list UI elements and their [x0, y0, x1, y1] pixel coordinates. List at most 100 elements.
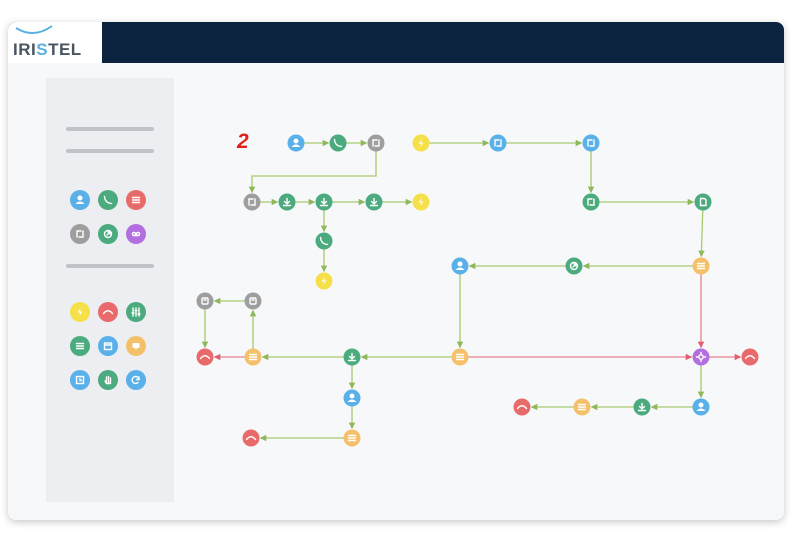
flow-node-circle — [244, 292, 262, 310]
palette-header-line — [66, 149, 154, 153]
flow-node-document-icon[interactable] — [694, 193, 712, 211]
flow-node-menu-icon[interactable] — [343, 429, 361, 447]
logo-prefix: IRI — [13, 40, 37, 59]
flow-node-circle — [243, 193, 261, 211]
user-icon — [347, 393, 357, 402]
hangup-icon — [516, 405, 528, 410]
flow-node-hangup-icon[interactable] — [242, 429, 260, 447]
schedule-icon — [75, 375, 85, 385]
palette-forward-icon[interactable] — [98, 224, 118, 244]
flow-node-download-icon[interactable] — [278, 193, 296, 211]
lightning-icon — [418, 138, 424, 148]
palette-schedule-icon[interactable] — [70, 370, 90, 390]
refresh-icon — [131, 375, 140, 385]
palette-divider — [66, 264, 154, 268]
palette-hand-icon[interactable] — [98, 370, 118, 390]
gear-icon — [695, 351, 707, 363]
palette-menu-icon[interactable] — [70, 336, 90, 356]
hangup-icon — [245, 436, 257, 441]
message-icon — [132, 343, 140, 350]
flow-node-hangup-icon[interactable] — [196, 348, 214, 366]
flow-node-hangup-icon[interactable] — [513, 398, 531, 416]
flow-node-download-icon[interactable] — [343, 348, 361, 366]
user-icon — [291, 138, 301, 147]
flow-node-menu-icon[interactable] — [692, 257, 710, 275]
flow-node-user-icon[interactable] — [692, 398, 710, 416]
palette-lightning-icon[interactable] — [70, 302, 90, 322]
flow-node-circle — [196, 292, 214, 310]
transfer-icon — [372, 139, 380, 147]
flow-node-menu-icon[interactable] — [573, 398, 591, 416]
transfer-icon — [587, 139, 595, 147]
palette-transfer-icon[interactable] — [70, 224, 90, 244]
flow-node-gear-icon[interactable] — [692, 348, 710, 366]
palette-refresh-icon[interactable] — [126, 370, 146, 390]
flow-node-user-icon[interactable] — [287, 134, 305, 152]
flow-node-phone-icon[interactable] — [315, 232, 333, 250]
flow-node-lightning-icon[interactable] — [315, 272, 333, 290]
flow-node-user-icon[interactable] — [451, 257, 469, 275]
flow-node-circle — [242, 429, 260, 447]
lightning-icon — [418, 197, 424, 207]
list-icon — [131, 196, 141, 204]
lightning-icon — [77, 307, 83, 317]
flow-node-lightning-icon[interactable] — [412, 193, 430, 211]
flow-node-download-icon[interactable] — [633, 398, 651, 416]
hangup-icon — [102, 310, 114, 315]
sliders-icon — [131, 307, 141, 317]
logo-accent: S — [36, 40, 49, 59]
transfer-icon — [587, 198, 595, 206]
palette-hangup-icon[interactable] — [98, 302, 118, 322]
flow-node-transfer-icon[interactable] — [582, 193, 600, 211]
logo-text: IRISTEL — [13, 40, 82, 60]
flow-node-transfer-icon[interactable] — [489, 134, 507, 152]
flow-node-download-icon[interactable] — [365, 193, 383, 211]
document-icon — [699, 197, 707, 207]
flow-node-menu-icon[interactable] — [451, 348, 469, 366]
menu-icon — [347, 434, 357, 442]
top-bar: IRISTEL — [8, 22, 784, 63]
flow-node-forward-icon[interactable] — [565, 257, 583, 275]
download-icon — [319, 197, 329, 207]
menu-icon — [696, 262, 706, 270]
palette-list-icon[interactable] — [126, 190, 146, 210]
flow-node-download-icon[interactable] — [315, 193, 333, 211]
flow-node-user-icon[interactable] — [343, 389, 361, 407]
flow-node-transfer-icon[interactable] — [243, 193, 261, 211]
flow-node-hangup-icon[interactable] — [741, 348, 759, 366]
transfer-icon — [76, 230, 84, 238]
iristel-logo[interactable]: IRISTEL — [8, 22, 102, 63]
forward-icon — [569, 261, 579, 271]
palette-sliders-icon[interactable] — [126, 302, 146, 322]
palette-header-line — [66, 127, 154, 131]
menu-icon — [455, 353, 465, 361]
palette-calendar-icon[interactable] — [98, 336, 118, 356]
hangup-icon — [199, 355, 211, 360]
flow-node-lightning-icon[interactable] — [412, 134, 430, 152]
flow-connector[interactable] — [248, 151, 377, 194]
palette-phone-icon[interactable] — [98, 190, 118, 210]
flow-node-circle — [692, 348, 710, 366]
transfer-icon — [248, 198, 256, 206]
menu-icon — [75, 342, 85, 350]
download-icon — [637, 402, 647, 412]
flow-node-record-icon[interactable] — [244, 292, 262, 310]
menu-icon — [248, 353, 258, 361]
flow-node-menu-icon[interactable] — [244, 348, 262, 366]
download-icon — [369, 197, 379, 207]
flow-node-phone-icon[interactable] — [329, 134, 347, 152]
palette-user-icon[interactable] — [70, 190, 90, 210]
palette-message-icon[interactable] — [126, 336, 146, 356]
app-window: IRISTEL — [8, 22, 784, 520]
hangup-icon — [744, 355, 756, 360]
flow-connector[interactable] — [698, 210, 705, 258]
flow-node-transfer-icon[interactable] — [582, 134, 600, 152]
flow-node-transfer-icon[interactable] — [367, 134, 385, 152]
palette-voicemail-icon[interactable] — [126, 224, 146, 244]
flow-node-record-icon[interactable] — [196, 292, 214, 310]
flow-node-circle — [694, 193, 712, 211]
flow-node-circle — [582, 134, 600, 152]
flow-node-circle — [513, 398, 531, 416]
lightning-icon — [321, 276, 327, 286]
